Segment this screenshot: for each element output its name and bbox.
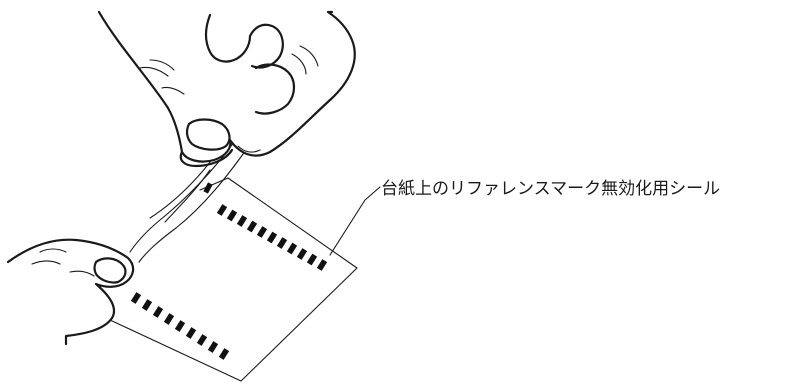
reference-marks-top-row (216, 204, 328, 271)
reference-mark (316, 259, 328, 271)
reference-mark (216, 204, 228, 216)
reference-mark (196, 334, 208, 346)
reference-mark (306, 253, 318, 266)
reference-mark (185, 327, 197, 339)
callout-label: 台紙上のリファレンスマーク無効化用シール (381, 179, 721, 199)
reference-mark (207, 341, 219, 353)
backing-sheet (109, 177, 358, 382)
reference-mark (141, 299, 153, 311)
reference-mark (163, 313, 175, 325)
reference-mark (266, 231, 278, 244)
callout-leader-line (329, 186, 381, 256)
reference-mark (174, 320, 186, 332)
upper-hand (97, 10, 356, 168)
reference-mark (286, 242, 298, 255)
reference-mark (296, 248, 308, 260)
lower-hand (6, 238, 135, 346)
reference-mark (130, 292, 142, 304)
reference-mark (256, 226, 268, 238)
reference-mark (276, 237, 288, 249)
reference-mark (226, 209, 238, 222)
reference-mark (236, 215, 248, 227)
reference-mark (218, 348, 230, 360)
reference-marks-bottom-row (130, 292, 230, 360)
reference-mark (246, 220, 258, 233)
reference-mark-single (203, 182, 213, 194)
reference-mark (152, 306, 164, 318)
